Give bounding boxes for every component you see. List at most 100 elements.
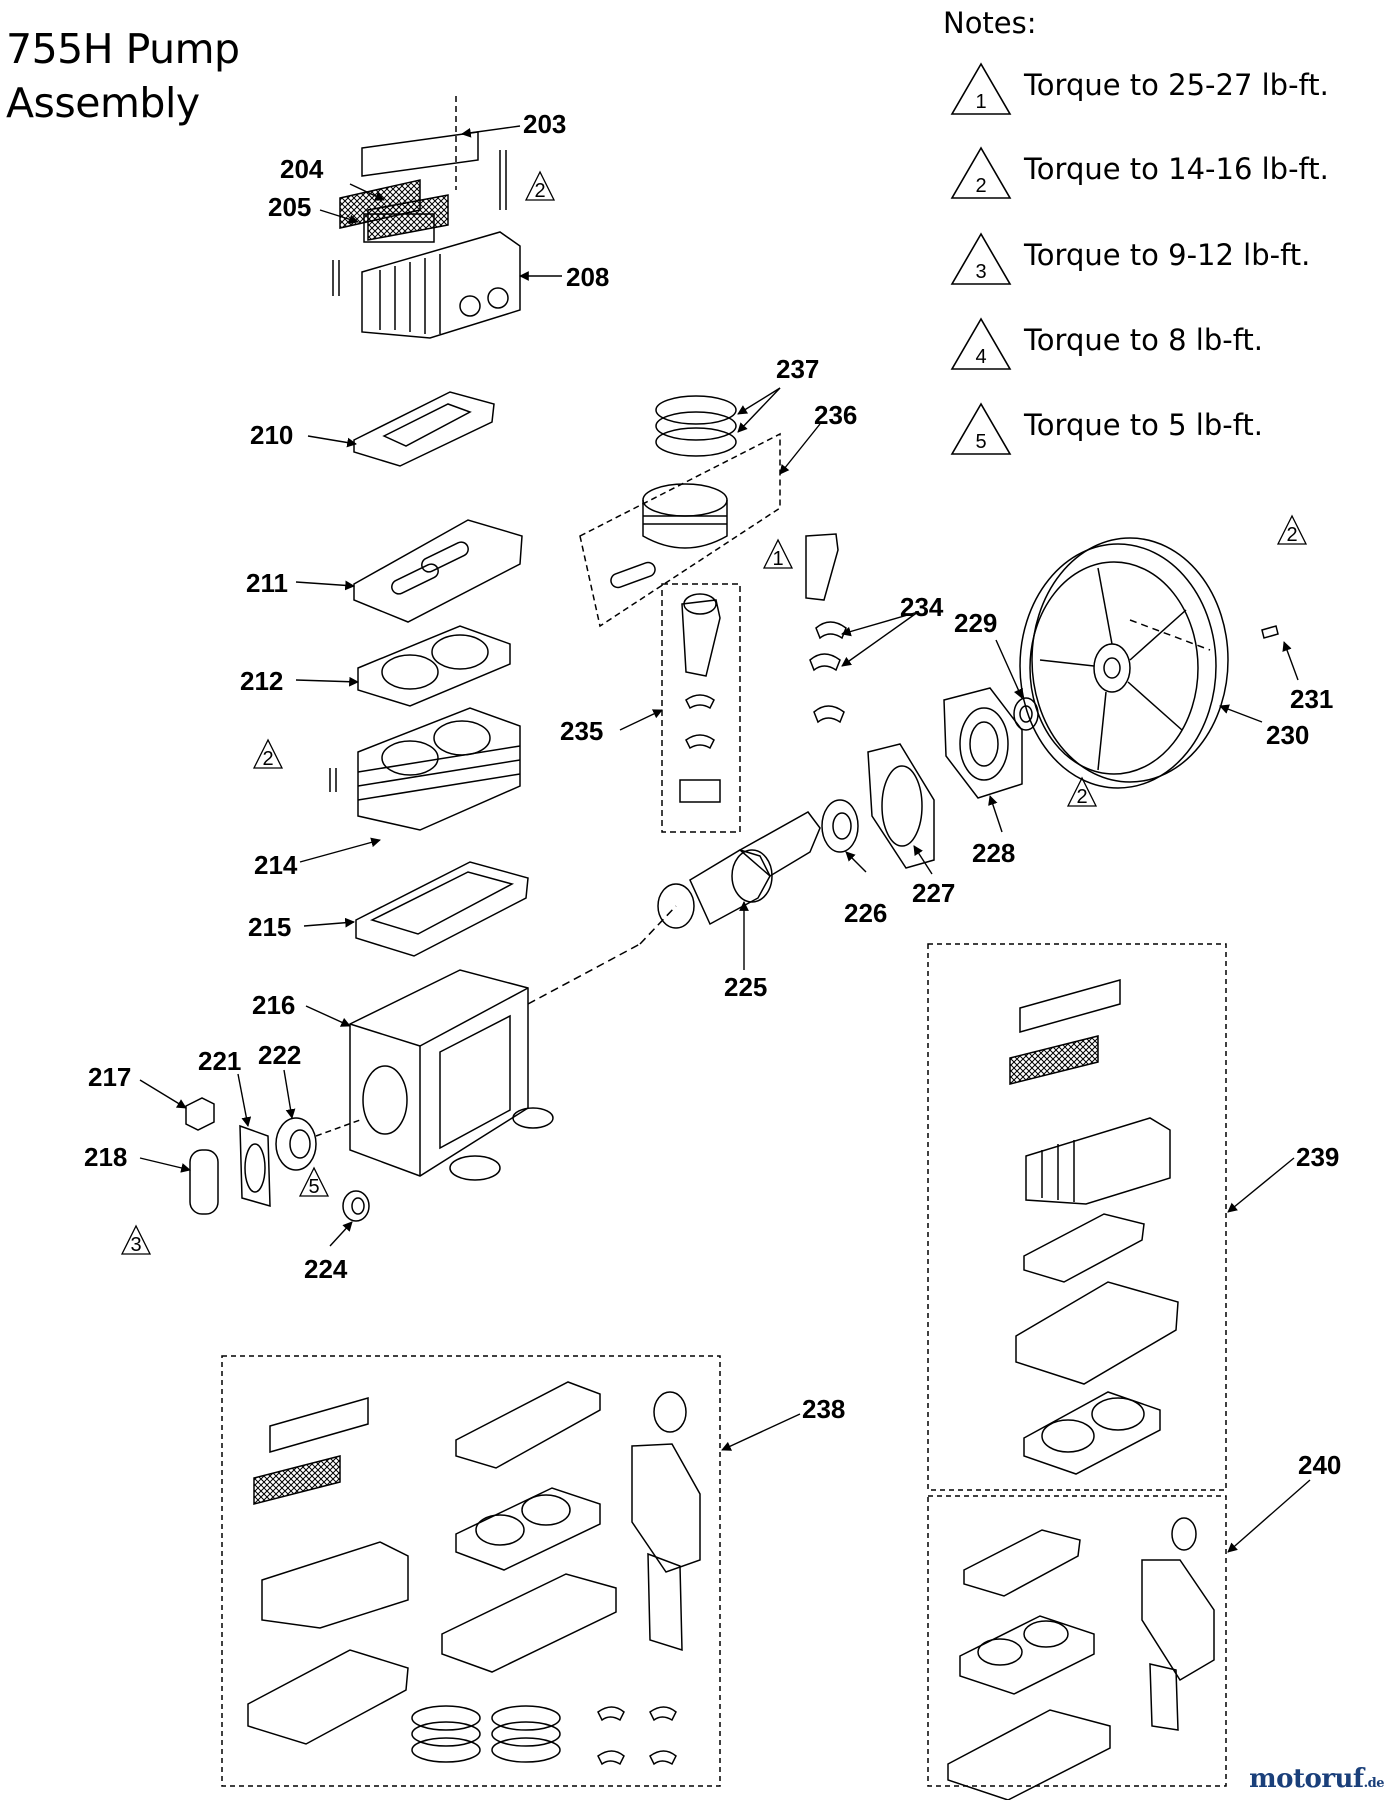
note-3-triangle-icon: 3 bbox=[950, 232, 1012, 285]
label-225: 225 bbox=[724, 972, 767, 1002]
part-211-valve-plate bbox=[353, 519, 523, 623]
diagram-title: 755H Pump Assembly bbox=[6, 22, 240, 130]
note-4-triangle-icon: 4 bbox=[950, 317, 1012, 370]
label-239: 239 bbox=[1296, 1142, 1339, 1172]
label-210: 210 bbox=[250, 420, 293, 450]
part-238-overhaul-kit-box bbox=[221, 1355, 721, 1787]
svg-text:5: 5 bbox=[308, 1176, 319, 1198]
label-217: 217 bbox=[88, 1062, 131, 1092]
part-216-crankcase bbox=[349, 943, 641, 1181]
svg-text:1: 1 bbox=[772, 548, 783, 570]
torque-marker-2b: 2 bbox=[1276, 514, 1308, 546]
title-line-2: Assembly bbox=[6, 79, 200, 127]
note-3-text: Torque to 9-12 lb-ft. bbox=[1024, 238, 1311, 272]
part-215-gasket bbox=[355, 861, 529, 957]
part-labels: 203 204 205 208 210 211 212 214 215 216 … bbox=[84, 109, 1341, 1480]
watermark-tld: .de bbox=[1363, 1776, 1385, 1791]
part-236-piston bbox=[579, 432, 781, 628]
part-214-cylinder bbox=[329, 707, 521, 831]
part-221-gasket bbox=[239, 1124, 271, 1208]
note-4-text: Torque to 8 lb-ft. bbox=[1024, 323, 1264, 357]
part-225-crankshaft bbox=[639, 811, 821, 945]
svg-text:5: 5 bbox=[975, 431, 986, 453]
note-1-text: Torque to 25-27 lb-ft. bbox=[1024, 68, 1329, 102]
part-226-bearing bbox=[821, 799, 859, 853]
part-208-cylinder-head bbox=[332, 150, 521, 339]
notes-heading: Notes: bbox=[943, 6, 1037, 40]
note-2-text: Torque to 14-16 lb-ft. bbox=[1024, 152, 1329, 186]
note-5-triangle-icon: 5 bbox=[950, 402, 1012, 455]
note-5: 5 Torque to 5 lb-ft. bbox=[948, 398, 1378, 460]
part-217-breather-cap bbox=[185, 1097, 215, 1131]
label-228: 228 bbox=[972, 838, 1015, 868]
label-237: 237 bbox=[776, 354, 819, 384]
label-218: 218 bbox=[84, 1142, 127, 1172]
note-2: 2 Torque to 14-16 lb-ft. bbox=[948, 142, 1378, 204]
torque-marker-2c: 2 bbox=[252, 738, 284, 770]
svg-text:3: 3 bbox=[975, 261, 986, 283]
svg-text:2: 2 bbox=[975, 175, 986, 197]
watermark-brand: motoruf bbox=[1249, 1764, 1364, 1794]
svg-text:3: 3 bbox=[130, 1234, 141, 1256]
note-1: 1 Torque to 25-27 lb-ft. bbox=[948, 58, 1378, 120]
label-238: 238 bbox=[802, 1394, 845, 1424]
svg-text:4: 4 bbox=[975, 346, 986, 368]
torque-marker-5: 5 bbox=[298, 1166, 330, 1198]
label-211: 211 bbox=[246, 568, 288, 598]
torque-markers: 2 2 2 2 1 5 3 bbox=[120, 170, 1308, 1256]
leader-lines bbox=[139, 125, 1311, 1553]
svg-text:2: 2 bbox=[1076, 786, 1087, 808]
part-drawings bbox=[185, 96, 1279, 1800]
part-227-gasket bbox=[867, 743, 935, 869]
note-1-triangle-icon: 1 bbox=[950, 62, 1012, 115]
part-228-bearing-housing bbox=[943, 687, 1023, 799]
part-224-seal bbox=[342, 1190, 370, 1222]
label-226: 226 bbox=[844, 898, 887, 928]
label-212: 212 bbox=[240, 666, 283, 696]
label-240: 240 bbox=[1298, 1450, 1341, 1480]
label-203: 203 bbox=[523, 109, 566, 139]
label-236: 236 bbox=[814, 400, 857, 430]
part-222-bearing bbox=[275, 1117, 361, 1171]
watermark-logo: motoruf.de bbox=[1249, 1764, 1384, 1794]
part-239-head-kit-box bbox=[927, 943, 1227, 1491]
label-215: 215 bbox=[248, 912, 291, 942]
part-210-gasket bbox=[353, 391, 495, 467]
label-230: 230 bbox=[1266, 720, 1309, 750]
part-235-connecting-rod bbox=[661, 533, 839, 833]
label-231: 231 bbox=[1290, 684, 1333, 714]
label-221: 221 bbox=[198, 1046, 241, 1076]
torque-marker-2a: 2 bbox=[524, 170, 556, 202]
part-234-bearing-halves bbox=[809, 621, 847, 724]
note-5-text: Torque to 5 lb-ft. bbox=[1024, 408, 1264, 442]
title-line-1: 755H Pump bbox=[6, 25, 240, 73]
label-216: 216 bbox=[252, 990, 295, 1020]
torque-marker-2d: 2 bbox=[1066, 776, 1098, 808]
part-203-cover-plate bbox=[361, 96, 479, 190]
label-208: 208 bbox=[566, 262, 609, 292]
label-205: 205 bbox=[268, 192, 311, 222]
label-234: 234 bbox=[900, 592, 944, 622]
part-212-head-gasket bbox=[357, 625, 511, 707]
label-229: 229 bbox=[954, 608, 997, 638]
torque-marker-3: 3 bbox=[120, 1224, 152, 1256]
svg-text:2: 2 bbox=[262, 748, 273, 770]
label-227: 227 bbox=[912, 878, 955, 908]
note-3: 3 Torque to 9-12 lb-ft. bbox=[948, 228, 1378, 290]
label-214: 214 bbox=[254, 850, 298, 880]
torque-marker-1: 1 bbox=[762, 538, 794, 570]
label-204: 204 bbox=[280, 154, 324, 184]
part-237-piston-rings bbox=[655, 395, 737, 457]
svg-text:2: 2 bbox=[1286, 524, 1297, 546]
label-224: 224 bbox=[304, 1254, 348, 1284]
part-230-flywheel bbox=[1019, 537, 1229, 789]
part-204-filter-mesh bbox=[339, 179, 449, 243]
part-231-key bbox=[1261, 625, 1279, 639]
part-240-gasket-kit-box bbox=[927, 1495, 1227, 1800]
part-218-breather-tube bbox=[189, 1149, 219, 1215]
note-2-triangle-icon: 2 bbox=[950, 146, 1012, 199]
note-4: 4 Torque to 8 lb-ft. bbox=[948, 313, 1378, 375]
label-222: 222 bbox=[258, 1040, 301, 1070]
label-235: 235 bbox=[560, 716, 603, 746]
